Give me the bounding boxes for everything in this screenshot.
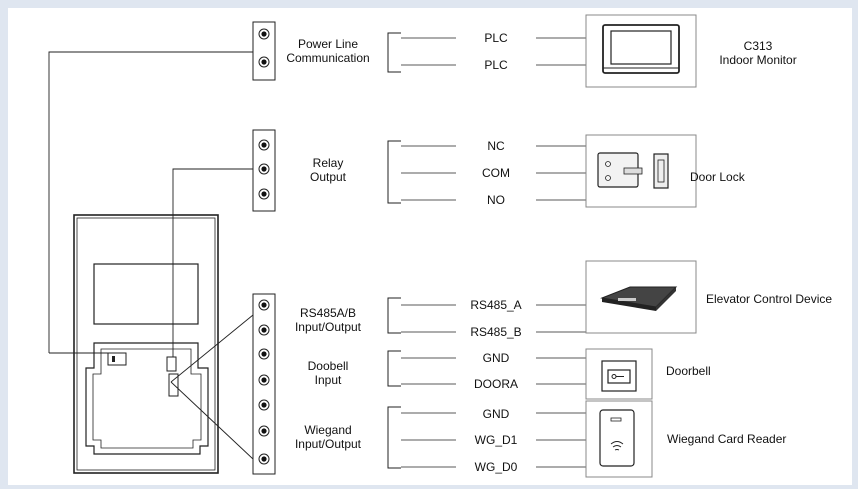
display-window bbox=[93, 263, 199, 325]
signal-wg-d1: WG_D1 bbox=[474, 433, 518, 447]
terminal-screw-center bbox=[261, 59, 267, 65]
wiring-diagram: Power Line Communication Relay Output RS… bbox=[8, 8, 852, 485]
signal-plc-1: PLC bbox=[484, 31, 508, 45]
signal-wg-d0: WG_D0 bbox=[474, 460, 518, 474]
relay-group-label: Relay Output bbox=[288, 156, 368, 184]
signal-wiegand-gnd: GND bbox=[482, 407, 510, 421]
rs485-group-label: RS485A/B Input/Output bbox=[288, 306, 368, 334]
plc-group-label-line1: Power Line bbox=[297, 37, 359, 51]
indoor-monitor-model: C313 bbox=[743, 39, 773, 53]
indoor-monitor-label: C313 Indoor Monitor bbox=[708, 39, 808, 67]
wiegand-reader-icon bbox=[599, 409, 635, 467]
relay-group-label-line2: Output bbox=[309, 170, 347, 184]
terminal-screw-center bbox=[261, 456, 267, 462]
signal-nc: NC bbox=[487, 139, 505, 153]
door-lock-icon bbox=[597, 152, 669, 189]
group-brackets bbox=[387, 32, 401, 469]
terminal-screw-center bbox=[261, 302, 267, 308]
doorbell-group-label-line2: Input bbox=[314, 373, 342, 387]
terminal-screw-center bbox=[261, 327, 267, 333]
wiegand-group-label-line2: Input/Output bbox=[294, 437, 362, 451]
rs485-group-label-line1: RS485A/B bbox=[299, 306, 357, 320]
wiegand-group-label: Wiegand Input/Output bbox=[288, 423, 368, 451]
signal-doora: DOORA bbox=[473, 377, 518, 391]
signal-rs485-a: RS485_A bbox=[470, 298, 522, 312]
dip-switch bbox=[107, 352, 127, 366]
unit-wires bbox=[48, 51, 254, 460]
diagram-graphics bbox=[48, 14, 697, 478]
terminal-screw-center bbox=[261, 402, 267, 408]
indoor-monitor-icon bbox=[602, 24, 680, 74]
signal-com: COM bbox=[482, 166, 510, 180]
doorbell-group-label: Doobell Input bbox=[288, 359, 368, 387]
terminal-screw-center bbox=[261, 191, 267, 197]
signal-doorbell-gnd: GND bbox=[482, 351, 510, 365]
signal-plc-2: PLC bbox=[484, 58, 508, 72]
doorbell-label: Doorbell bbox=[666, 364, 711, 378]
terminal-screw-center bbox=[261, 142, 267, 148]
wiegand-group-label-line1: Wiegand bbox=[304, 423, 352, 437]
terminal-screws bbox=[258, 28, 270, 465]
terminal-screw-center bbox=[261, 166, 267, 172]
terminal-screw-center bbox=[261, 377, 267, 383]
rs485-group-label-line2: Input/Output bbox=[294, 320, 362, 334]
indoor-monitor-name: Indoor Monitor bbox=[719, 53, 797, 67]
doorbell-icon bbox=[601, 360, 637, 392]
relay-connector bbox=[166, 356, 177, 372]
bus-connector bbox=[168, 373, 179, 397]
terminal-screw-center bbox=[261, 428, 267, 434]
wiegand-reader-label: Wiegand Card Reader bbox=[667, 432, 787, 446]
rear-panel bbox=[85, 342, 209, 455]
signal-rs485-b: RS485_B bbox=[470, 325, 522, 339]
intercom-unit bbox=[73, 214, 219, 474]
door-lock-label: Door Lock bbox=[690, 170, 745, 184]
plc-group-label-line2: Communication bbox=[286, 51, 370, 65]
device-boxes bbox=[585, 14, 697, 478]
elevator-control-label: Elevator Control Device bbox=[706, 292, 833, 306]
terminal-screw-center bbox=[261, 31, 267, 37]
terminal-screw-center bbox=[261, 351, 267, 357]
relay-group-label-line1: Relay bbox=[312, 156, 344, 170]
elevator-control-icon bbox=[600, 286, 678, 311]
doorbell-group-label-line1: Doobell bbox=[307, 359, 349, 373]
signal-lines bbox=[401, 37, 586, 468]
plc-group-label: Power Line Communication bbox=[278, 37, 378, 65]
signal-no: NO bbox=[487, 193, 505, 207]
